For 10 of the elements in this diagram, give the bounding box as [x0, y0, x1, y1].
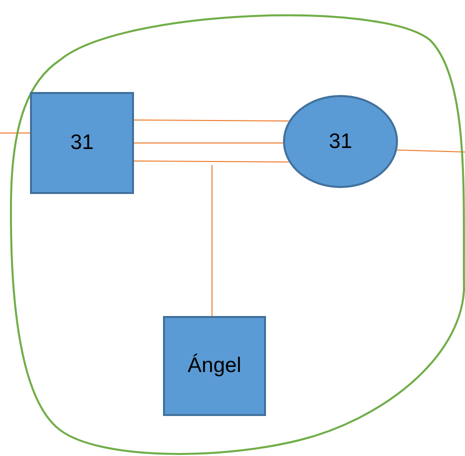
connector-line — [134, 142, 284, 144]
process-box — [163, 316, 266, 416]
connector-line — [134, 160, 290, 162]
connector-line — [0, 132, 30, 134]
connector-line — [396, 150, 465, 152]
node-label: 31 — [328, 128, 352, 155]
connector-line — [134, 120, 290, 122]
process-box — [30, 92, 134, 194]
node-label: 31 — [70, 130, 94, 156]
node-label: Ángel — [188, 352, 242, 380]
